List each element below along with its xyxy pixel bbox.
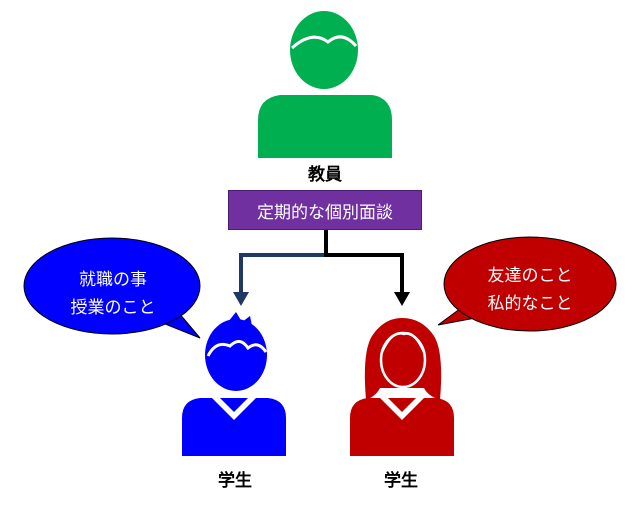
student-left-body: [182, 398, 286, 456]
speech-bubble-left-line: 就職の事: [79, 270, 147, 290]
teacher-head: [290, 11, 358, 89]
arrow-head-right: [394, 292, 410, 306]
student-left-collar: [212, 398, 256, 420]
speech-bubble-right: [437, 236, 617, 332]
student-right-body: [350, 398, 454, 456]
teacher-icon: [258, 11, 392, 158]
connector-left: [239, 230, 328, 296]
connector-lines: [233, 230, 410, 306]
topic-box: 定期的な個別面談: [228, 190, 422, 230]
speech-bubble-left-line: 授業のこと: [70, 298, 156, 318]
speech-bubble-left: [23, 237, 201, 339]
speech-bubble-right-text: 友達のこと 私的なこと: [455, 262, 605, 318]
student-left-hairline: [206, 340, 268, 357]
student-right-bangs: [380, 332, 426, 353]
speech-bubble-right-line: 友達のこと: [487, 266, 573, 286]
student-right-label: 学生: [384, 471, 418, 491]
teacher-body: [258, 95, 392, 158]
teacher-label: 教員: [308, 165, 342, 185]
student-right-collar: [380, 398, 424, 420]
arrow-head-left: [233, 292, 249, 306]
speech-bubble-left-text: 就職の事 授業のこと: [38, 266, 188, 322]
student-right-icon: [350, 318, 454, 456]
topic-label: 定期的な個別面談: [257, 202, 393, 223]
student-left-head: [205, 319, 267, 391]
teacher-hairline: [290, 35, 358, 50]
connector-right: [324, 230, 404, 296]
speech-bubble-right-line: 私的なこと: [487, 294, 573, 314]
student-left-hair-tuft: [228, 312, 252, 326]
student-left-icon: [182, 312, 286, 456]
student-left-label: 学生: [218, 471, 252, 491]
